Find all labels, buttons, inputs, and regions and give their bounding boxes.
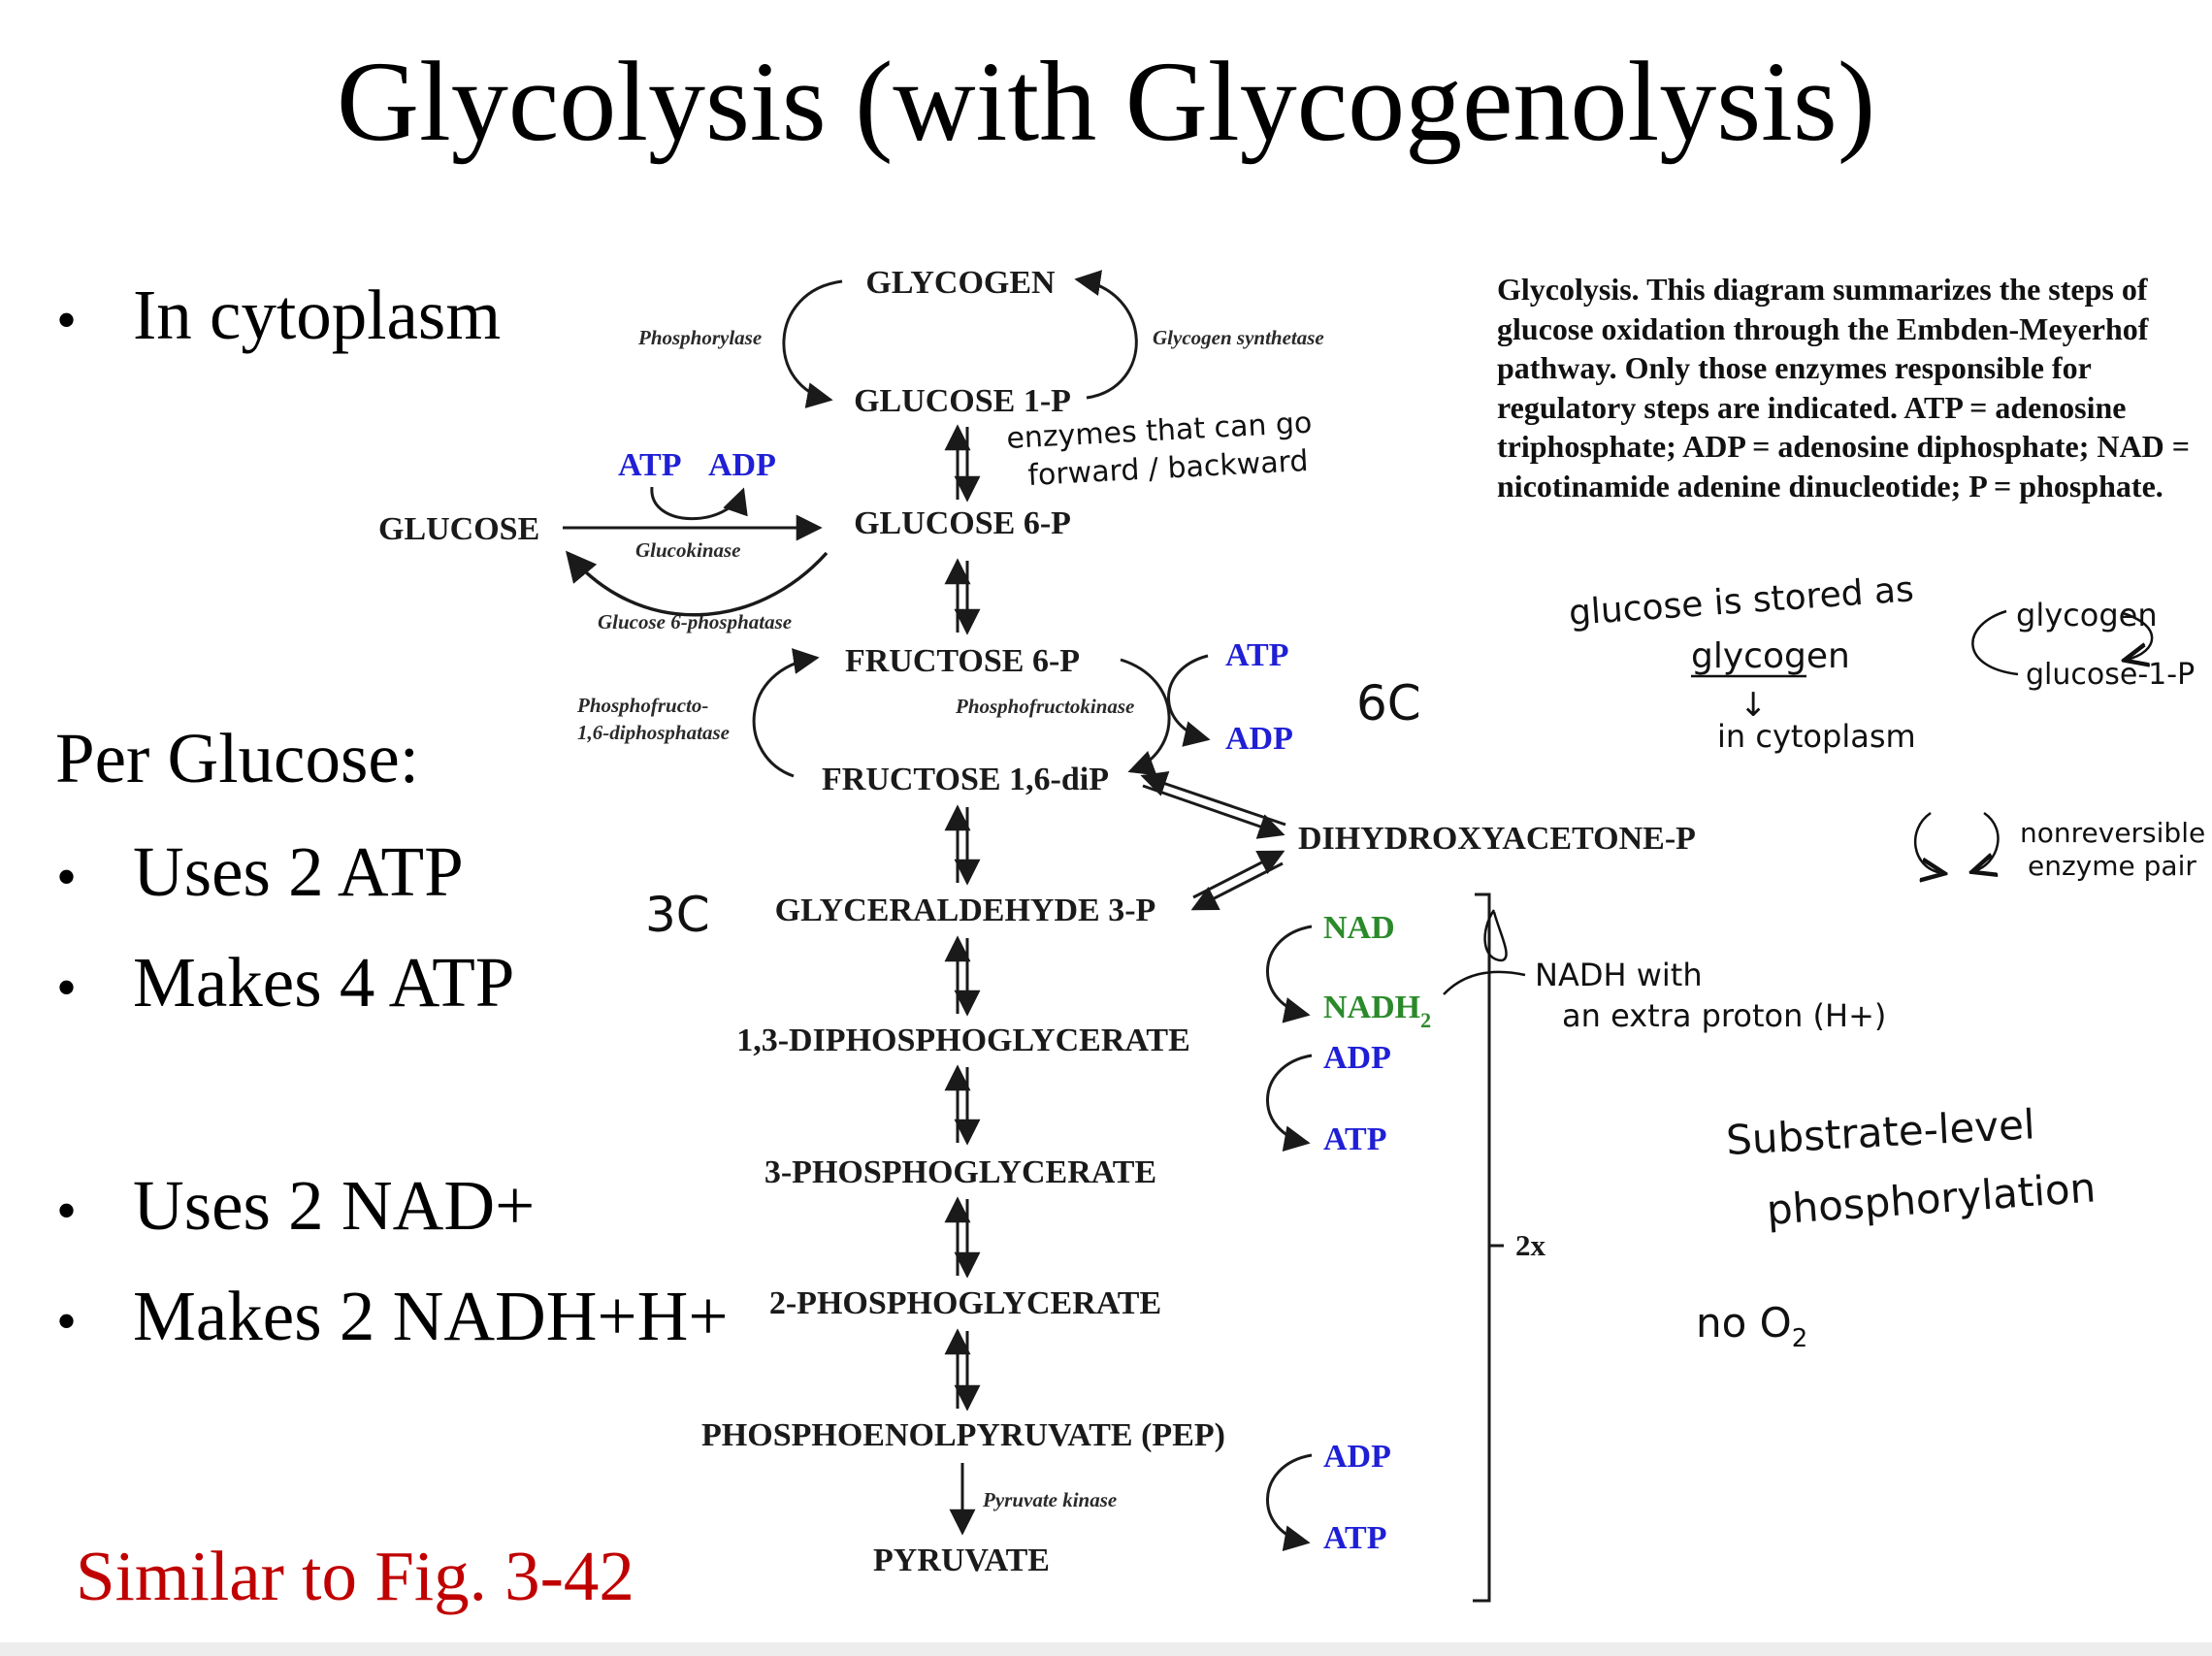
note-cycle-left-curve (1971, 609, 2019, 676)
note-nadh-connector (1443, 970, 1526, 995)
bullet-makes-nadh: Makes 2 NADH+H+ (133, 1277, 729, 1355)
note-in-cytoplasm: in cytoplasm (1717, 718, 1916, 755)
molecule-3-phosphoglycerate: 3-PHOSPHOGLYCERATE (764, 1154, 1156, 1190)
molecule-dihydroxyacetone-phosphate: DIHYDROXYACETONE-P (1298, 821, 1696, 857)
molecule-glycogen: GLYCOGEN (865, 265, 1056, 301)
note-nadh-squiggle (1483, 909, 1508, 962)
bullet-makes-atp: Makes 4 ATP (133, 943, 515, 1022)
cofactor-adp-pfk: ADP (1225, 721, 1293, 757)
cofactor-atp-glucokinase: ATP (618, 447, 681, 483)
aldolase-isomerase-arrows (1140, 771, 1286, 911)
note-cycle-glycogen: glycogen (2016, 597, 2158, 633)
molecule-glucose-6p: GLUCOSE 6-P (854, 505, 1071, 541)
note-three-carbon: 3C (645, 887, 710, 943)
description-text: Glycolysis. This diagram summarizes the … (1497, 272, 2190, 503)
molecule-fructose-16-diphosphate: FRUCTOSE 1,6-diP (822, 762, 1109, 797)
note-nonreversible: nonreversible (2020, 817, 2205, 849)
repeat-multiplier-2x: 2x (1515, 1228, 1546, 1262)
cofactor-nadh: NADH2 (1323, 990, 1431, 1032)
glucose-6-phosphatase-arrow (565, 550, 829, 617)
note-cycle-glucose-1p: glucose-1-P (2026, 658, 2195, 692)
adp-atp-curve-pgk (1266, 1054, 1313, 1152)
note-enzyme-pair: enzyme pair (2028, 850, 2196, 882)
molecule-glucose-1p-label: GLUCOSE 1-P (854, 383, 1071, 419)
cofactor-nad: NAD (1323, 910, 1395, 946)
note-no-oxygen: no O2 (1696, 1299, 1807, 1353)
cofactor-atp-pfk: ATP (1225, 637, 1288, 673)
enzyme-phosphofructokinase: Phosphofructokinase (955, 695, 1134, 718)
reversible-arrows (944, 424, 981, 1412)
figure-reference-caption: Similar to Fig. 3-42 (76, 1537, 634, 1615)
bullet-in-cytoplasm: In cytoplasm (133, 276, 502, 354)
note-irreversible-right-curve (1974, 811, 2000, 871)
molecule-13-diphosphoglycerate: 1,3-DIPHOSPHOGLYCERATE (736, 1023, 1190, 1058)
note-no-oxygen-subscript: 2 (1792, 1324, 1808, 1353)
molecule-2-phosphoglycerate: 2-PHOSPHOGLYCERATE (769, 1285, 1161, 1321)
enzyme-pyruvate-kinase: Pyruvate kinase (982, 1488, 1117, 1511)
enzyme-phosphorylase: Phosphorylase (637, 326, 762, 349)
bullet-dot: • (56, 956, 78, 1020)
diagram-description: Glycolysis. This diagram summarizes the … (1497, 270, 2205, 505)
note-cycle-right-curve (2123, 611, 2154, 660)
note-six-carbon: 6C (1356, 675, 1421, 731)
note-stored-arrow: ↓ (1740, 686, 1768, 725)
repeat-bracket (1473, 893, 1491, 1603)
enzyme-phosphofructo-diphosphatase-line1: Phosphofructo- (576, 694, 708, 717)
bullet-uses-atp: Uses 2 ATP (133, 832, 464, 911)
cofactor-atp-pgk: ATP (1323, 1121, 1386, 1157)
enzyme-phosphofructo-diphosphatase-line2: 1,6-diphosphatase (577, 721, 730, 744)
molecule-phosphoenolpyruvate: PHOSPHOENOLPYRUVATE (PEP) (701, 1417, 1225, 1453)
molecule-glucose: GLUCOSE (378, 511, 539, 547)
molecule-pyruvate: PYRUVATE (873, 1542, 1050, 1578)
note-irreversible-left-curve (1913, 811, 1942, 873)
enzyme-glucokinase: Glucokinase (635, 538, 741, 562)
note-stored-glycogen: glycogen (1691, 636, 1850, 676)
glycogen-synthetase-arrow (1074, 270, 1138, 400)
per-glucose-heading: Per Glucose: (55, 719, 420, 797)
bullet-dot: • (56, 1179, 78, 1243)
note-glucose-stored: glucose is stored as (1568, 569, 1915, 633)
bullet-dot: • (56, 288, 78, 352)
cofactor-adp-pgk: ADP (1323, 1040, 1391, 1076)
atp-adp-glucokinase-curve (650, 486, 748, 521)
molecule-fructose-6p: FRUCTOSE 6-P (845, 643, 1080, 679)
cofactor-adp-glucokinase: ADP (708, 447, 776, 483)
adp-atp-curve-pk (1266, 1453, 1313, 1551)
cofactor-atp-pk: ATP (1323, 1520, 1386, 1556)
note-nadh-with: NADH with (1535, 957, 1703, 993)
enzyme-glycogen-synthetase: Glycogen synthetase (1153, 326, 1324, 349)
note-substrate-level: Substrate-level (1725, 1100, 2036, 1164)
bullet-uses-nad: Uses 2 NAD+ (133, 1166, 536, 1245)
cofactor-adp-pk: ADP (1323, 1439, 1391, 1475)
bullet-dot: • (56, 1289, 78, 1353)
slide-title: Glycolysis (with Glycogenolysis) (336, 38, 1876, 165)
phosphofructo-diphosphatase-arrow (752, 648, 820, 778)
cofactor-nadh-subscript: 2 (1420, 1008, 1431, 1032)
cofactor-nadh-label: NADH (1323, 990, 1420, 1025)
bullet-dot: • (56, 845, 78, 909)
phosphorylase-arrow (782, 279, 843, 408)
note-phosphorylation: phosphorylation (1765, 1163, 2097, 1234)
slide-bottom-bar (0, 1642, 2212, 1656)
molecule-glucose-1p: GLUCOSE 1-P (854, 383, 1071, 419)
phosphofructokinase-arrow (1120, 658, 1171, 776)
note-no-oxygen-label: no O (1696, 1299, 1792, 1347)
atp-adp-pfk-curve (1167, 654, 1211, 747)
nad-nadh-curve (1266, 925, 1313, 1023)
molecule-glyceraldehyde-3p: GLYCERALDEHYDE 3-P (775, 893, 1156, 928)
note-extra-proton: an extra proton (H+) (1562, 997, 1886, 1034)
